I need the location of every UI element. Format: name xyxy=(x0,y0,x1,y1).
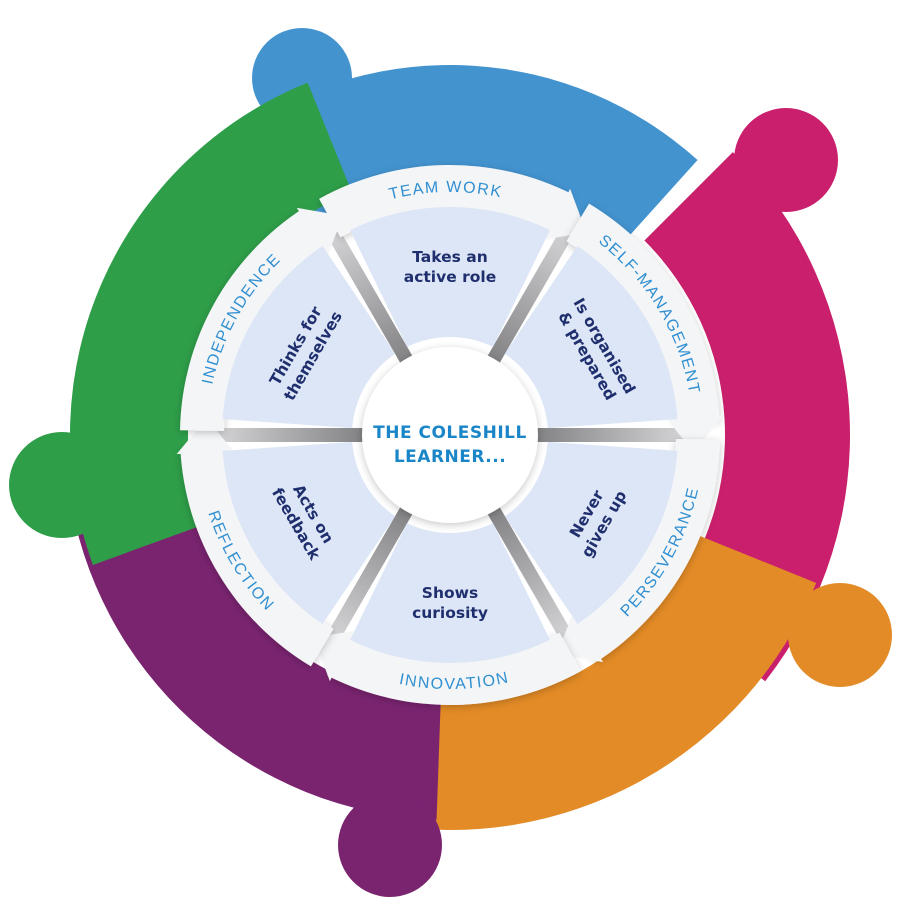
category-label: INNOVATION xyxy=(398,669,511,693)
center-hub: THE COLESHILL LEARNER... xyxy=(362,347,538,523)
spoke xyxy=(482,225,576,371)
arrow-head-icon xyxy=(667,415,724,453)
figure-head-orange xyxy=(788,583,892,687)
arrow-head-icon xyxy=(296,207,344,255)
spoke xyxy=(212,428,372,442)
value-sector: Is organised& prepared xyxy=(504,245,678,429)
arrow-head-icon xyxy=(176,417,233,455)
value-sector: Shows curiosity xyxy=(350,523,550,663)
figure-head-magenta xyxy=(734,108,838,212)
value-sectors: Takes an active role Is organised& prepare… xyxy=(222,207,678,663)
value-text-line: Takes an xyxy=(412,248,488,266)
category-label-text: INNOVATION xyxy=(398,669,510,693)
spoke xyxy=(482,499,576,645)
value-text-line: curiosity xyxy=(412,604,488,622)
figure-body-magenta xyxy=(644,152,850,682)
figure-body-orange xyxy=(381,536,817,831)
center-title-line-1: THE COLESHILL xyxy=(373,423,527,443)
spoke xyxy=(324,225,418,371)
figure-body-purple xyxy=(68,471,441,820)
value-text-line: Shows xyxy=(422,584,478,602)
spoke xyxy=(324,499,418,645)
spokes xyxy=(212,225,688,645)
figure-head-purple xyxy=(338,793,442,897)
value-text-line: active role xyxy=(404,268,497,286)
center-title-line-2: LEARNER... xyxy=(394,447,506,467)
spoke xyxy=(528,428,688,442)
center-circle xyxy=(362,347,538,523)
value-sector: Takes an active role xyxy=(350,207,550,347)
figure-head-green xyxy=(9,432,115,538)
